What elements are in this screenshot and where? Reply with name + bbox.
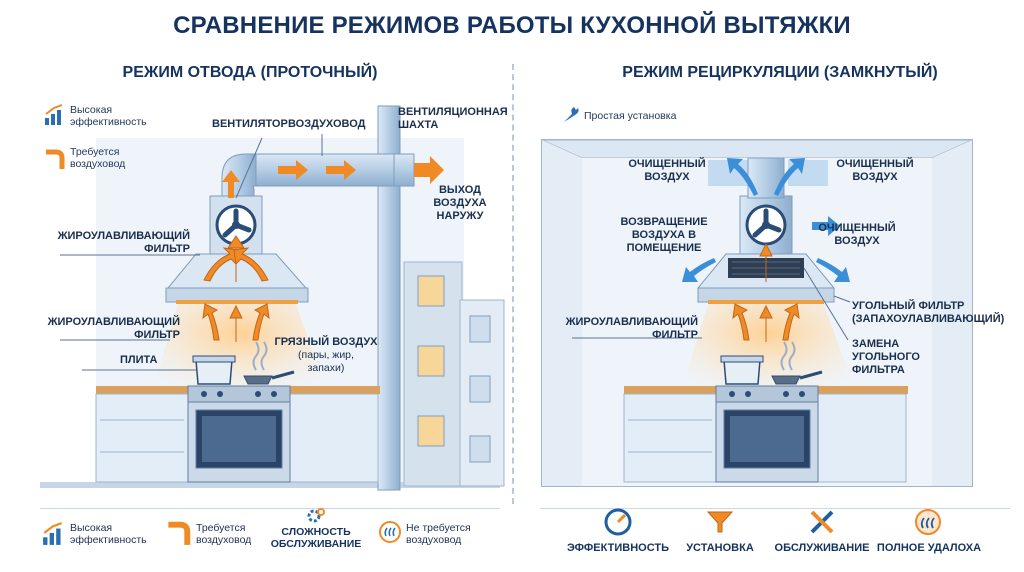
exhaust-mode-illustration <box>40 105 505 491</box>
label-carbon-filter: УГОЛЬНЫЙ ФИЛЬТР(ЗАПАХОУЛАВЛИВАЮЩИЙ) <box>852 300 1005 325</box>
duct-pipe-icon <box>168 521 191 545</box>
legend-separator-left <box>40 508 500 509</box>
wrench-icon <box>564 107 579 122</box>
gears-icon <box>307 508 325 523</box>
legend-right-installation: УСТАНОВКА <box>686 542 754 554</box>
building <box>403 261 505 487</box>
no-duct-icon <box>379 521 401 543</box>
pot <box>195 359 233 385</box>
bar-chart-icon <box>45 104 63 125</box>
right-wall <box>932 140 972 486</box>
duct-pipe-icon <box>46 149 65 169</box>
gauge-icon <box>604 508 632 536</box>
right-heading: РЕЖИМ РЕЦИРКУЛЯЦИИ (ЗАМКНУТЫЙ) <box>622 64 938 81</box>
ceiling <box>541 139 973 159</box>
right-note-easy-install: Простая установка <box>584 110 677 122</box>
label-stove: ПЛИТА <box>120 354 158 366</box>
left-heading: РЕЖИМ ОТВОДА (ПРОТОЧНЫЙ) <box>122 64 378 81</box>
recirculation-mode-illustration <box>541 139 973 487</box>
label-dirty-air: ГРЯЗНЫЙ ВОЗДУХ (пары, жир, запахи) <box>274 336 378 374</box>
legend-right-efficiency: ЭФФЕКТИВНОСТЬ <box>566 542 669 554</box>
bar-chart-icon <box>43 522 63 545</box>
label-duct: ВОЗДУХОВОД <box>288 118 366 130</box>
right-cabinet <box>289 393 379 483</box>
legend-right-maintenance: ОБСЛУЖИВАНИЕ <box>774 542 870 554</box>
legend-separator-right <box>540 508 1010 509</box>
page-title: СРАВНЕНИЕ РЕЖИМОВ РАБОТЫ КУХОННОЙ ВЫТЯЖК… <box>173 12 851 39</box>
funnel-icon <box>706 511 734 533</box>
left-wall <box>542 140 582 486</box>
section-divider <box>512 64 514 504</box>
tools-icon <box>810 510 834 534</box>
legend-right-odor-removal: ПОЛНОЕ УДАЛОХА <box>876 542 982 554</box>
pan <box>243 375 273 385</box>
ventilation-shaft <box>377 105 401 491</box>
left-cabinet <box>95 393 189 483</box>
label-fan: ВЕНТИЛЯТОР <box>212 118 288 130</box>
floor <box>40 482 500 488</box>
smell-icon <box>915 509 941 535</box>
